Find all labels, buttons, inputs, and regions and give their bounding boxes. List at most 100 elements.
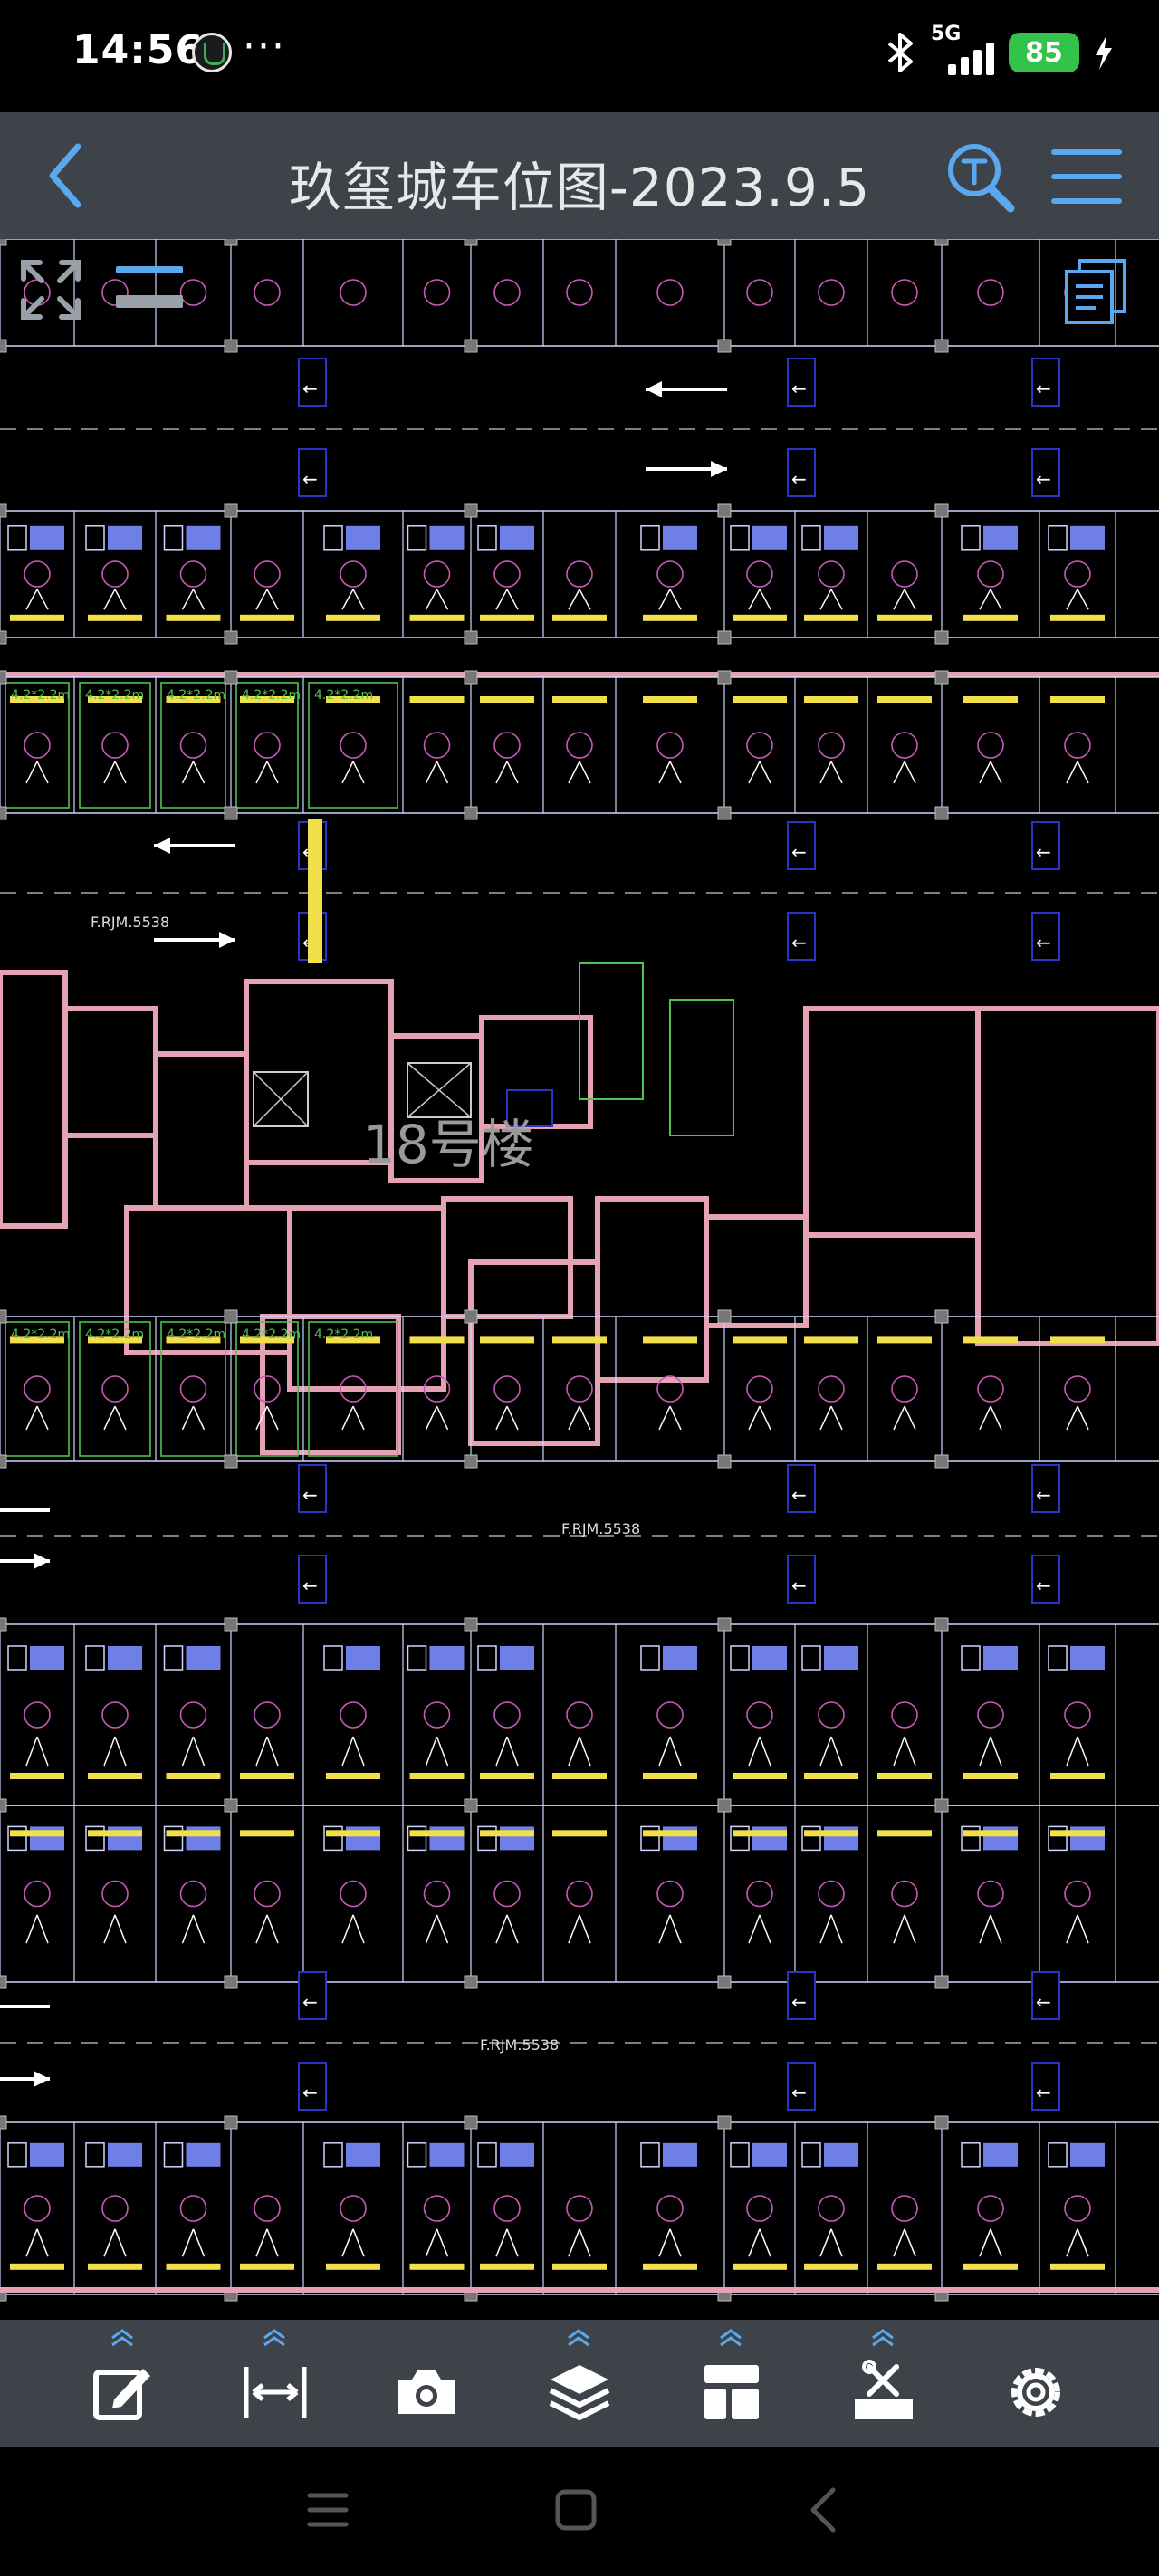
camera-tool-button[interactable]: [376, 2327, 475, 2441]
ev-charger-box: [163, 525, 184, 551]
battery-icon: 85: [1009, 33, 1079, 72]
building-label: 18号楼: [362, 1114, 534, 1175]
recents-menu-icon[interactable]: [301, 2483, 355, 2537]
parking-space-marker: [340, 279, 367, 306]
settings-tool-button[interactable]: [985, 2327, 1085, 2441]
wheel-stop: [877, 2263, 932, 2270]
ev-charger-icon: [186, 525, 221, 550]
structural-column: [717, 339, 732, 353]
parking-arrow: [255, 2228, 268, 2257]
parking-space-marker: [24, 1880, 51, 1908]
parking-space-marker: [818, 279, 845, 306]
ev-charger-box: [961, 525, 981, 551]
exit-sign: [1031, 1464, 1060, 1513]
parking-space-marker: [423, 1701, 451, 1729]
exit-sign-arrow: ←: [1036, 1484, 1051, 1506]
ev-charger-box: [730, 2142, 750, 2168]
system-back-icon[interactable]: [797, 2483, 851, 2537]
parking-arrow: [25, 2228, 38, 2257]
structural-column: [934, 670, 949, 685]
app-notification-icon: [192, 33, 232, 72]
parking-arrow: [181, 2228, 195, 2257]
ev-charger-icon: [186, 1646, 221, 1670]
back-button[interactable]: [36, 141, 100, 210]
parking-space-marker: [1064, 732, 1091, 759]
ev-charger-box: [323, 525, 343, 551]
parking-space-marker: [656, 560, 684, 588]
wheel-stop: [409, 1773, 465, 1779]
parking-arrow: [341, 2228, 354, 2257]
wheel-stop: [240, 614, 294, 621]
parking-arrow: [579, 1736, 591, 1767]
tools-icon: [855, 2360, 913, 2419]
ev-charger-icon: [663, 1646, 697, 1670]
wheel-stop: [877, 696, 932, 703]
parking-space-marker: [493, 279, 521, 306]
exit-sign: [1031, 1555, 1060, 1604]
structural-column: [0, 1975, 7, 1989]
edit-tool-button[interactable]: [72, 2327, 172, 2441]
wall-band: [0, 672, 1159, 677]
parking-arrow: [830, 1736, 843, 1767]
parking-arrow: [979, 2228, 991, 2257]
parking-arrow: [893, 1914, 905, 1944]
parking-arrow: [352, 2228, 365, 2257]
parking-arrow: [103, 761, 116, 784]
structural-column: [717, 806, 732, 820]
exit-sign: [1031, 448, 1060, 497]
parking-space-marker: [818, 560, 845, 588]
search-text-button[interactable]: [942, 138, 1018, 214]
exit-sign-arrow: ←: [791, 841, 807, 863]
building-wall: [595, 1196, 709, 1383]
measure-tool-button[interactable]: [225, 2327, 324, 2441]
structural-column: [934, 630, 949, 645]
parking-arrow: [425, 2228, 438, 2257]
lane-label: F.RJM.5538: [91, 914, 169, 931]
exit-sign-arrow: ←: [302, 1575, 318, 1596]
exit-sign-arrow: ←: [791, 2082, 807, 2103]
wheel-stop: [963, 696, 1018, 703]
parking-space-marker: [818, 2195, 845, 2222]
ev-charger-box: [163, 2142, 184, 2168]
parking-arrow: [266, 1736, 279, 1767]
structural-column: [717, 1454, 732, 1469]
wheel-stop: [166, 1336, 221, 1344]
parking-arrow: [819, 589, 832, 610]
parking-space-marker: [179, 732, 207, 759]
parking-arrow: [1077, 1914, 1089, 1944]
structural-column: [934, 339, 949, 353]
exit-sign-arrow: ←: [791, 468, 807, 490]
parking-arrow: [658, 589, 671, 610]
collapse-panel-button[interactable]: [109, 259, 190, 317]
structural-column: [934, 503, 949, 518]
parking-space-marker: [179, 560, 207, 588]
layers-tool-button[interactable]: [529, 2327, 628, 2441]
parking-arrow: [904, 1914, 916, 1944]
home-icon[interactable]: [549, 2483, 603, 2537]
exit-sign: [787, 1464, 816, 1513]
elevator-shaft: [253, 1071, 309, 1127]
ev-charger-box: [7, 2142, 27, 2168]
parking-arrow: [114, 1736, 127, 1767]
parking-arrow: [669, 1405, 682, 1431]
exit-sign: [1031, 2062, 1060, 2111]
fit-screen-button[interactable]: [16, 255, 85, 324]
layout-sheets-button[interactable]: [1059, 255, 1130, 328]
structural-column: [717, 1309, 732, 1324]
wheel-stop: [1050, 2263, 1105, 2270]
layout-tool-button[interactable]: [681, 2327, 781, 2441]
exit-sign-arrow: ←: [1036, 932, 1051, 953]
parking-space-marker: [254, 560, 281, 588]
parking-arrow: [266, 2228, 279, 2257]
menu-button[interactable]: [1050, 145, 1123, 208]
ev-charger-icon: [108, 2142, 142, 2167]
wheel-stop: [1050, 696, 1105, 703]
parking-arrow: [819, 1914, 832, 1944]
parking-arrow: [990, 761, 1002, 784]
parking-arrow: [114, 589, 127, 610]
parking-arrow: [669, 2228, 682, 2257]
tools-tool-button[interactable]: [833, 2327, 933, 2441]
edit-icon: [93, 2369, 150, 2420]
